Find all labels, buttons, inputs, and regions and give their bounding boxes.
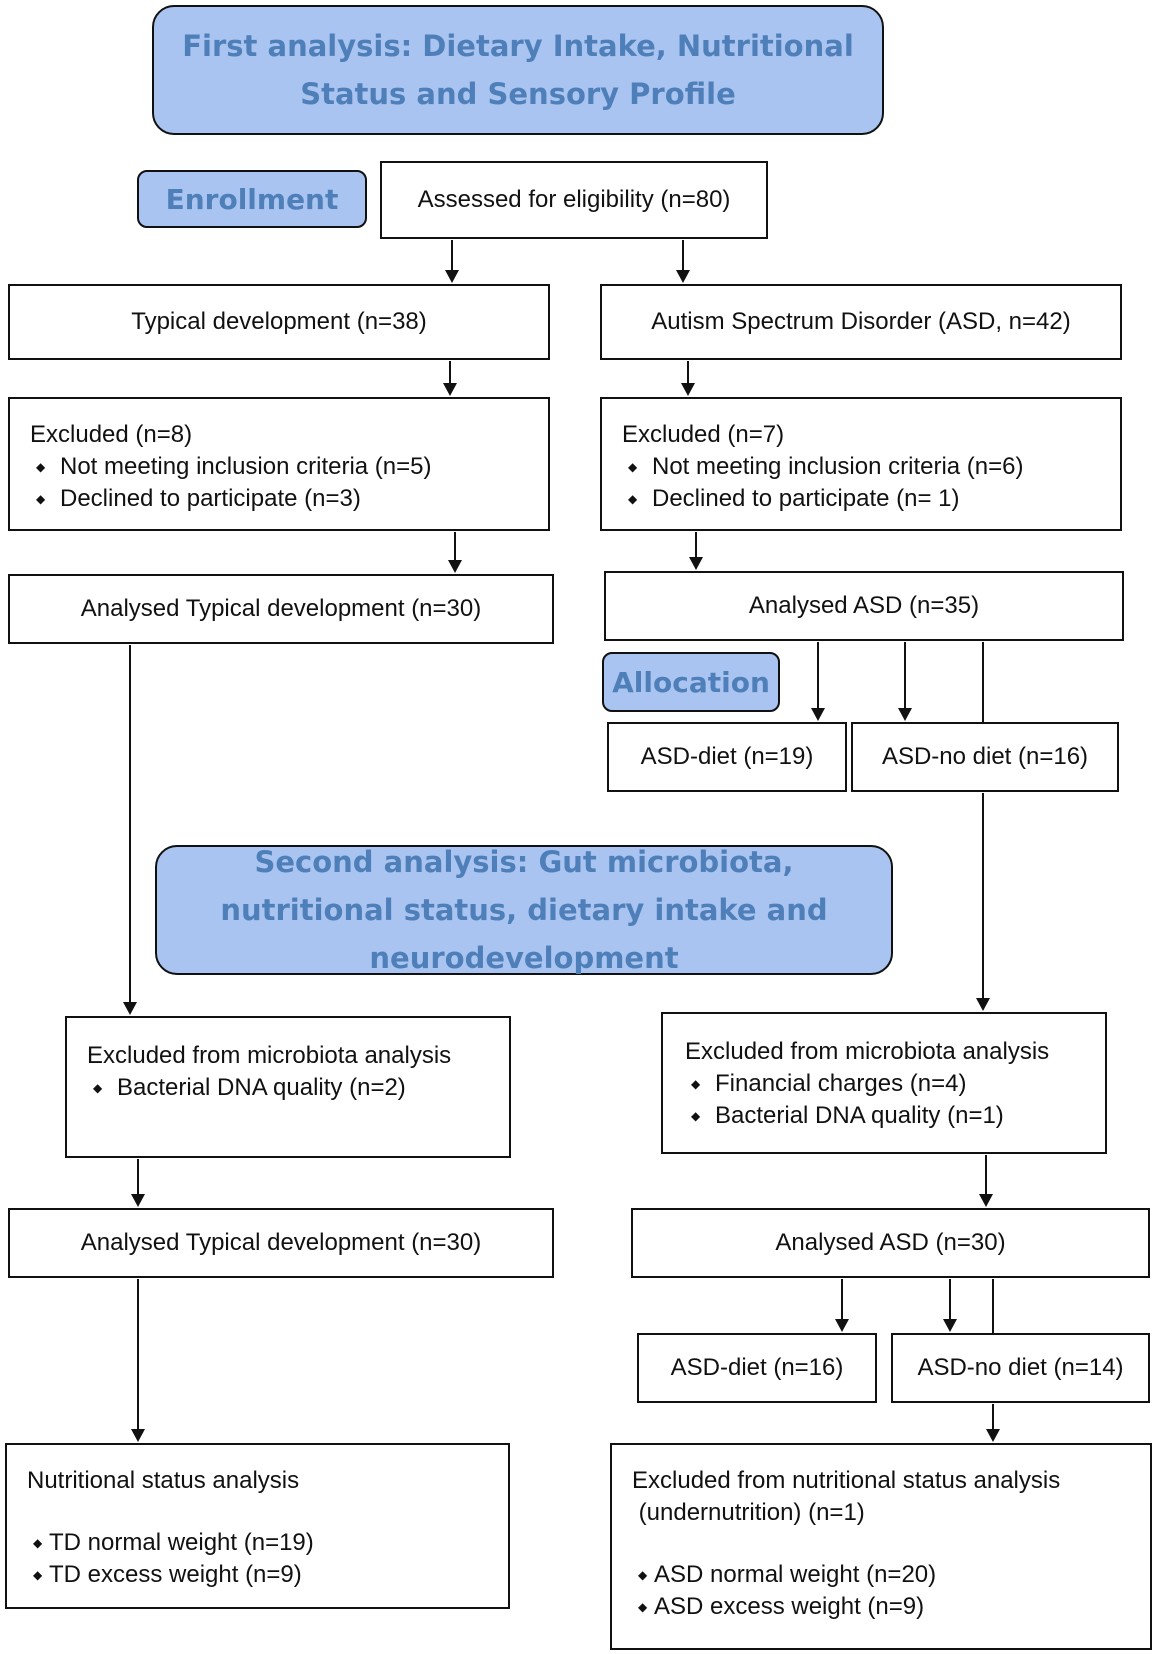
- excluded-asd-list: Not meeting inclusion criteria (n=6) Dec…: [622, 451, 1120, 515]
- nutrition-asd-box: Excluded from nutritional status analysi…: [610, 1443, 1152, 1650]
- analysed-asd-2-label: Analysed ASD (n=30): [775, 1229, 1006, 1256]
- list-item: Bacterial DNA quality (n=1): [685, 1100, 1105, 1132]
- allocation-tag: Allocation: [602, 652, 780, 712]
- nutrition-td-box: Nutritional status analysis TD normal we…: [5, 1443, 510, 1609]
- microbiota-excluded-asd-list: Financial charges (n=4) Bacterial DNA qu…: [685, 1068, 1105, 1132]
- list-item: TD normal weight (n=19): [27, 1527, 508, 1559]
- assessed-label: Assessed for eligibility (n=80): [417, 186, 731, 213]
- list-item: Bacterial DNA quality (n=2): [87, 1072, 509, 1104]
- second-analysis-title: Second analysis: Gut microbiota, nutriti…: [220, 845, 828, 975]
- asd-nodiet-2-label: ASD-no diet (n=14): [917, 1354, 1124, 1381]
- arrowhead: [986, 1429, 1000, 1442]
- nutrition-asd-subtitle: (undernutrition) (n=1): [632, 1499, 865, 1526]
- excluded-td-list: Not meeting inclusion criteria (n=5) Dec…: [30, 451, 548, 515]
- excluded-asd-box: Excluded (n=7) Not meeting inclusion cri…: [600, 397, 1122, 531]
- analysed-asd-box: Analysed ASD (n=35): [604, 571, 1124, 641]
- enrollment-tag: Enrollment: [137, 170, 367, 228]
- asd-diet-label: ASD-diet (n=19): [640, 743, 814, 770]
- excluded-td-box: Excluded (n=8) Not meeting inclusion cri…: [8, 397, 550, 531]
- arrowhead: [131, 1194, 145, 1207]
- microbiota-excluded-td-title: Excluded from microbiota analysis: [87, 1042, 452, 1069]
- first-analysis-header: First analysis: Dietary Intake, Nutritio…: [152, 5, 884, 135]
- allocation-label: Allocation: [612, 665, 770, 699]
- arrowhead: [123, 1002, 137, 1015]
- analysed-td-box: Analysed Typical development (n=30): [8, 574, 554, 644]
- analysed-asd-label: Analysed ASD (n=35): [748, 592, 980, 619]
- asd-box: Autism Spectrum Disorder (ASD, n=42): [600, 284, 1122, 360]
- list-item: Not meeting inclusion criteria (n=6): [622, 451, 1120, 483]
- analysed-td-2-label: Analysed Typical development (n=30): [80, 1229, 482, 1256]
- arrowhead: [131, 1429, 145, 1442]
- list-item: ASD normal weight (n=20): [632, 1559, 1150, 1591]
- analysed-asd-2-box: Analysed ASD (n=30): [631, 1208, 1150, 1278]
- enrollment-label: Enrollment: [165, 182, 339, 216]
- asd-nodiet-box: ASD-no diet (n=16): [851, 722, 1119, 792]
- arrowhead: [445, 270, 459, 283]
- arrowhead: [689, 557, 703, 570]
- microbiota-excluded-asd-title: Excluded from microbiota analysis: [685, 1038, 1050, 1065]
- nutrition-asd-list: ASD normal weight (n=20) ASD excess weig…: [632, 1559, 1150, 1623]
- arrowhead: [976, 998, 990, 1011]
- td-label: Typical development (n=38): [131, 308, 427, 335]
- assessed-box: Assessed for eligibility (n=80): [380, 161, 768, 239]
- list-item: TD excess weight (n=9): [27, 1559, 508, 1591]
- arrowhead: [979, 1194, 993, 1207]
- asd-nodiet-label: ASD-no diet (n=16): [881, 743, 1089, 770]
- nutrition-td-list: TD normal weight (n=19) TD excess weight…: [27, 1527, 508, 1591]
- asd-diet-2-label: ASD-diet (n=16): [670, 1354, 844, 1381]
- nutrition-asd-title: Excluded from nutritional status analysi…: [632, 1467, 1061, 1494]
- second-analysis-header: Second analysis: Gut microbiota, nutriti…: [155, 845, 893, 975]
- arrowhead: [898, 708, 912, 721]
- arrowhead: [681, 383, 695, 396]
- arrowhead: [448, 560, 462, 573]
- analysed-td-2-box: Analysed Typical development (n=30): [8, 1208, 554, 1278]
- asd-nodiet-2-box: ASD-no diet (n=14): [891, 1333, 1150, 1403]
- microbiota-excluded-asd-box: Excluded from microbiota analysis Financ…: [661, 1012, 1107, 1154]
- first-analysis-title: First analysis: Dietary Intake, Nutritio…: [182, 29, 854, 111]
- arrowhead: [443, 383, 457, 396]
- arrowhead: [676, 270, 690, 283]
- arrowhead: [811, 708, 825, 721]
- asd-diet-box: ASD-diet (n=19): [607, 722, 847, 792]
- microbiota-excluded-td-list: Bacterial DNA quality (n=2): [87, 1072, 509, 1104]
- excluded-asd-title: Excluded (n=7): [622, 421, 785, 448]
- list-item: ASD excess weight (n=9): [632, 1591, 1150, 1623]
- asd-diet-2-box: ASD-diet (n=16): [637, 1333, 877, 1403]
- nutrition-td-title: Nutritional status analysis: [27, 1467, 300, 1494]
- list-item: Declined to participate (n=3): [30, 483, 548, 515]
- td-box: Typical development (n=38): [8, 284, 550, 360]
- analysed-td-label: Analysed Typical development (n=30): [80, 595, 482, 622]
- microbiota-excluded-td-box: Excluded from microbiota analysis Bacter…: [65, 1016, 511, 1158]
- arrowhead: [943, 1319, 957, 1332]
- asd-label: Autism Spectrum Disorder (ASD, n=42): [651, 308, 1071, 335]
- arrowhead: [835, 1319, 849, 1332]
- list-item: Not meeting inclusion criteria (n=5): [30, 451, 548, 483]
- excluded-td-title: Excluded (n=8): [30, 421, 193, 448]
- list-item: Financial charges (n=4): [685, 1068, 1105, 1100]
- list-item: Declined to participate (n= 1): [622, 483, 1120, 515]
